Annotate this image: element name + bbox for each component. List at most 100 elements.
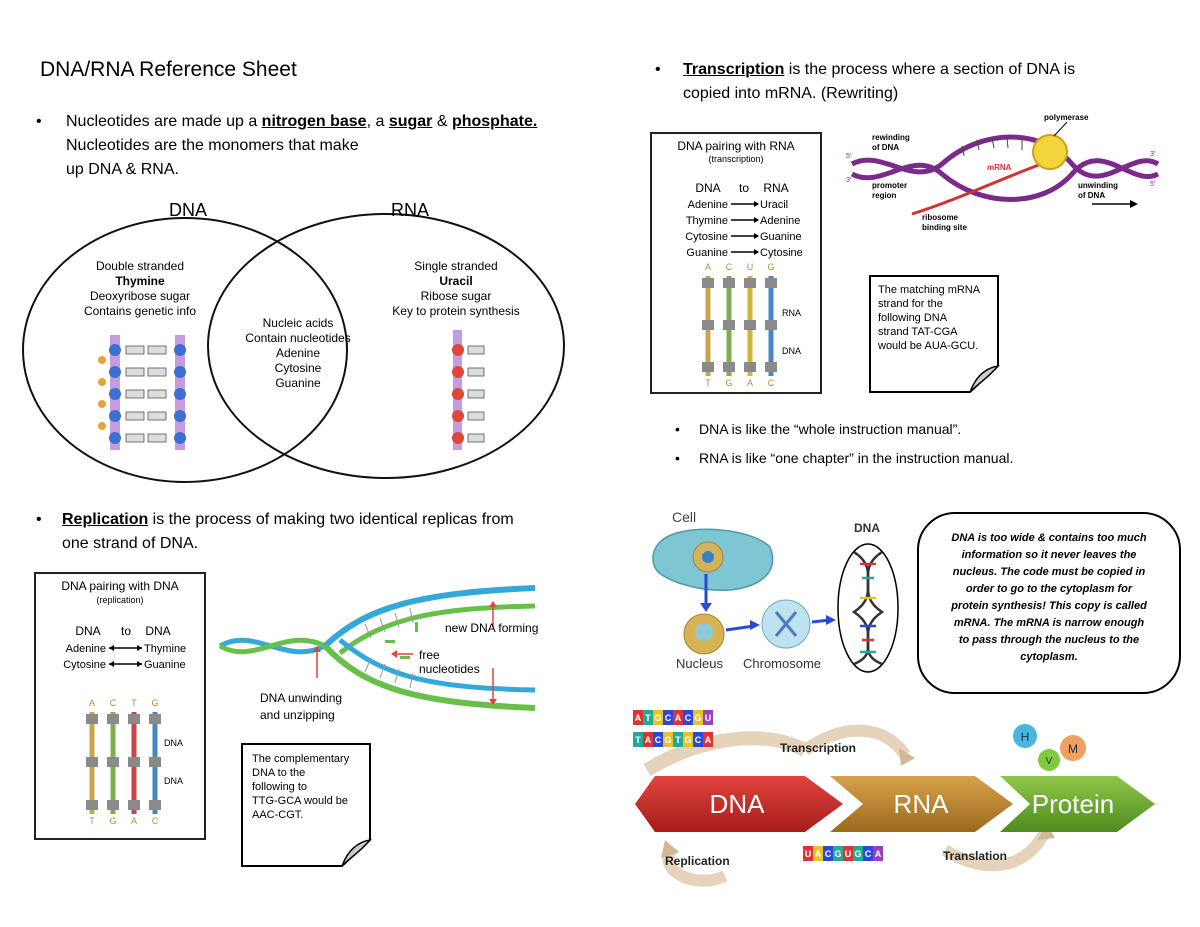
venn-rna-line: Ribose sugar (421, 289, 492, 303)
svg-text:free: free (419, 648, 440, 662)
matching-mrna-note (869, 275, 1000, 393)
svg-text:DNA: DNA (145, 624, 170, 638)
svg-text:Cell: Cell (672, 509, 696, 525)
svg-text:Transcription: Transcription (780, 741, 856, 755)
keyword-replication: Replication (62, 511, 149, 528)
svg-text:C: C (655, 735, 662, 745)
svg-text:unwinding: unwinding (1078, 181, 1118, 190)
venn-dna-line: Deoxyribose sugar (90, 289, 190, 303)
svg-text:polymerase: polymerase (1044, 113, 1089, 122)
venn-dna-label: DNA (169, 200, 207, 220)
transcription-pairing-box: DNA pairing with RNA (transcription) DNA… (650, 132, 822, 394)
svg-text:Cytosine: Cytosine (685, 231, 728, 243)
svg-text:T: T (89, 816, 95, 826)
svg-text:DNA: DNA (75, 624, 100, 638)
svg-text:U: U (845, 849, 852, 859)
svg-text:T: T (675, 735, 681, 745)
amino-acid-ball-v (1038, 749, 1060, 771)
svg-text:U: U (805, 849, 812, 859)
svg-text:Translation: Translation (943, 849, 1007, 863)
svg-text:C: C (825, 849, 832, 859)
svg-text:T: T (131, 698, 137, 708)
cell-nucleus-chromosome-illustration: Cell DNA Nucleus Chromosome (652, 509, 899, 673)
svg-text:Adenine: Adenine (66, 643, 106, 655)
svg-text:binding site: binding site (922, 223, 967, 232)
dna-helix-icon (837, 543, 899, 673)
dna-rna-venn-diagram: DNA RNA Double stranded Thymine Deoxyrib… (22, 200, 565, 483)
svg-text:Chromosome: Chromosome (743, 656, 821, 671)
svg-text:Nucleus: Nucleus (676, 656, 723, 671)
svg-text:RNA: RNA (763, 181, 788, 195)
svg-text:nucleotides: nucleotides (419, 662, 480, 676)
svg-text:C: C (695, 735, 702, 745)
svg-text:DNA: DNA (164, 738, 183, 748)
svg-text:A: A (705, 262, 711, 272)
svg-text:U: U (747, 262, 754, 272)
svg-text:G: G (654, 713, 661, 723)
svg-text:G: G (725, 378, 732, 388)
svg-text:RNA: RNA (894, 789, 950, 819)
svg-text:G: G (834, 849, 841, 859)
dna-double-strand-illustration (98, 335, 186, 450)
svg-text:5': 5' (1150, 181, 1155, 188)
svg-text:Uracil: Uracil (760, 199, 788, 211)
central-dogma-illustration: DNA RNA Protein Transcription Translatio… (633, 710, 1155, 887)
keyword-transcription: Transcription (683, 61, 785, 78)
svg-text:DNA unwinding: DNA unwinding (260, 691, 342, 705)
replication-fork-illustration: new DNA forming free nucleotides DNA unw… (218, 585, 538, 722)
svg-text:DNA: DNA (710, 789, 766, 819)
svg-text:A: A (131, 816, 137, 826)
replication-bullet: • Replication is the process of making t… (36, 511, 514, 552)
svg-text:A: A (89, 698, 95, 708)
rna-manual-bullet: • RNA is like “one chapter” in the instr… (675, 450, 1014, 466)
svg-text:mRNA: mRNA (987, 163, 1012, 172)
svg-text:of DNA: of DNA (1078, 191, 1105, 200)
svg-text:(transcription): (transcription) (708, 154, 763, 164)
svg-text:of DNA: of DNA (872, 143, 899, 152)
svg-text:M: M (1068, 742, 1078, 756)
venn-dna-line: Double stranded (96, 259, 184, 273)
venn-rna-line: Key to protein synthesis (392, 304, 519, 318)
nucleotide-bullet: • Nucleotides are made up a nitrogen bas… (36, 113, 538, 178)
venn-rna-line: Uracil (439, 274, 472, 288)
svg-text:3': 3' (846, 177, 851, 184)
dna-manual-bullet: • DNA is like the “whole instruction man… (675, 421, 962, 437)
keyword-nitrogen-base: nitrogen base (261, 113, 367, 130)
svg-text:G: G (684, 735, 691, 745)
svg-text:A: A (875, 849, 882, 859)
venn-shared-line: Guanine (275, 376, 321, 390)
svg-text:A: A (645, 735, 652, 745)
svg-text:G: G (109, 816, 116, 826)
svg-text:A: A (815, 849, 822, 859)
protein-arrow-shape (1000, 776, 1155, 832)
svg-text:C: C (865, 849, 872, 859)
complementary-dna-note (241, 743, 372, 867)
svg-text:C: C (768, 378, 775, 388)
svg-text:Adenine: Adenine (760, 215, 800, 227)
svg-text:T: T (635, 735, 641, 745)
dna-arrow-shape (635, 776, 843, 832)
svg-text:T: T (705, 378, 711, 388)
svg-text:Cytosine: Cytosine (63, 659, 106, 671)
svg-text:ribosome: ribosome (922, 213, 959, 222)
svg-text:U: U (705, 713, 712, 723)
svg-text:promoter: promoter (872, 181, 907, 190)
box-subtitle: (replication) (96, 595, 143, 605)
amino-acid-ball-h (1013, 724, 1037, 748)
svg-text:A: A (747, 378, 753, 388)
replication-pairing-box: DNA pairing with DNA (replication) DNA t… (34, 572, 206, 840)
venn-dna-line: Contains genetic info (84, 304, 196, 318)
svg-text:DNA: DNA (164, 776, 183, 786)
svg-text:T: T (645, 713, 651, 723)
svg-text:C: C (665, 713, 672, 723)
amino-acid-ball-m (1060, 735, 1086, 761)
keyword-sugar: sugar (388, 113, 433, 130)
box-title: DNA pairing with DNA (61, 579, 178, 593)
svg-text:Thymine: Thymine (686, 215, 728, 227)
svg-text:to: to (121, 624, 131, 638)
svg-text:C: C (152, 816, 159, 826)
svg-text:DNA: DNA (782, 346, 801, 356)
venn-rna-label: RNA (391, 200, 429, 220)
